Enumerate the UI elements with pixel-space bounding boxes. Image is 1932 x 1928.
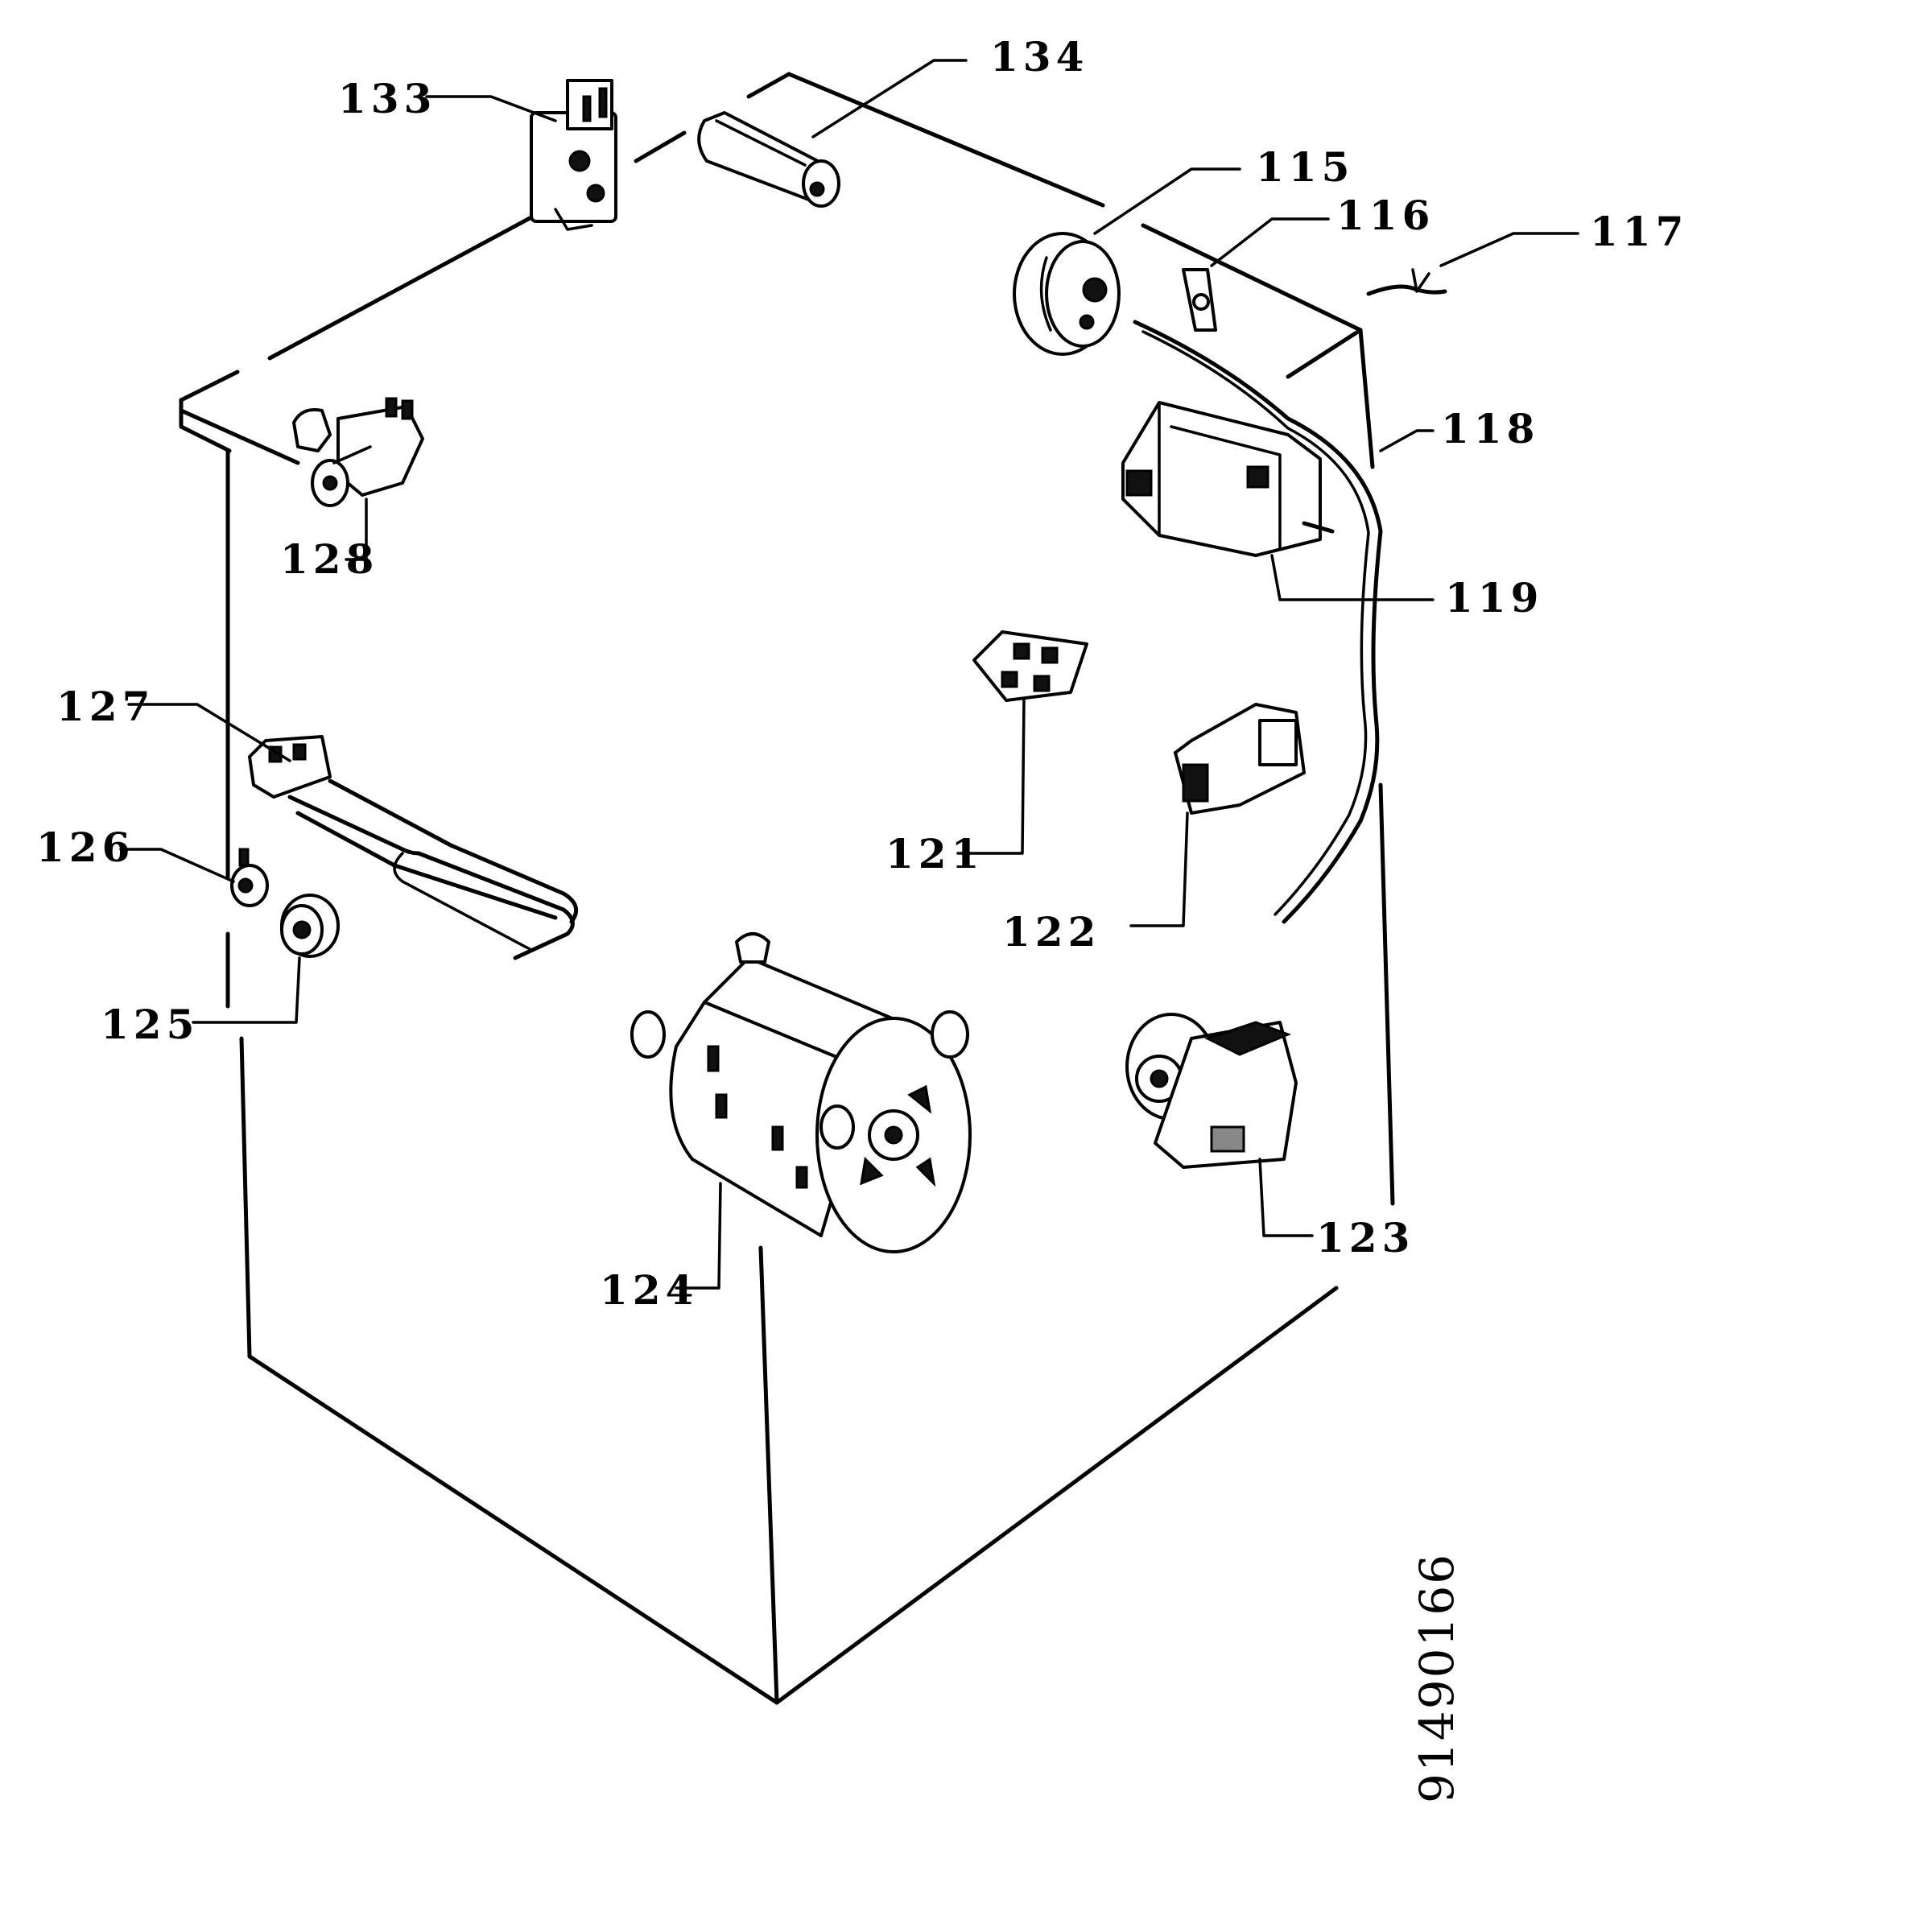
label-134: 134: [990, 33, 1088, 81]
part-127-heating-element: [248, 735, 579, 960]
part-126-thermostat: [230, 848, 269, 907]
part-123-drain-pump: [1125, 1013, 1298, 1169]
part-134-capacitor: [697, 111, 840, 208]
part-121-terminal-block: [972, 630, 1088, 702]
part-124-motor: [630, 932, 972, 1253]
part-128-inlet-valve: [292, 397, 424, 507]
label-123: 123: [1316, 1214, 1414, 1261]
label-121: 121: [886, 830, 984, 877]
label-125: 125: [101, 1001, 199, 1048]
part-labels: 133 134 115 116 117 118 119 121 122 123 …: [36, 33, 1688, 1314]
part-125-thermostat: [280, 894, 340, 958]
label-122: 122: [1002, 908, 1100, 956]
label-119: 119: [1445, 574, 1543, 621]
label-117: 117: [1590, 208, 1688, 255]
part-117-clip: [1366, 268, 1447, 296]
part-116-bracket: [1182, 268, 1217, 332]
label-124: 124: [600, 1266, 698, 1314]
part-133-suppressor: [530, 79, 617, 231]
label-115: 115: [1256, 143, 1354, 191]
label-126: 126: [36, 824, 134, 871]
part-118-hose: [1133, 320, 1383, 924]
label-116: 116: [1336, 192, 1435, 239]
part-122-door-interlock: [1174, 703, 1306, 815]
label-133: 133: [338, 75, 436, 122]
part-115-pressure-switch: [1013, 232, 1121, 356]
leader-lines: [119, 59, 1579, 1290]
label-127: 127: [56, 683, 155, 730]
label-118: 118: [1441, 405, 1539, 452]
part-119-timer: [1121, 401, 1335, 557]
label-128: 128: [280, 535, 378, 583]
cabinet-outline: [179, 72, 1395, 1705]
reference-code: 91490166: [1410, 1553, 1464, 1803]
